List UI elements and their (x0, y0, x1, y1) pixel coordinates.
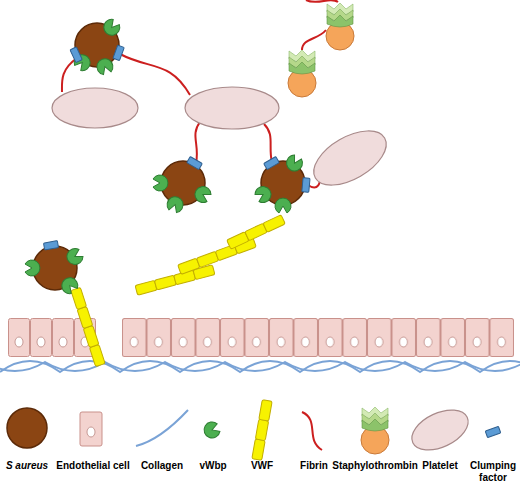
legend-label: Collagen (141, 460, 183, 471)
vwbp (64, 246, 85, 267)
s-aureus-cell (25, 241, 85, 296)
vwf-segment (77, 306, 93, 328)
clumping-factor (302, 178, 310, 193)
vwbp (253, 184, 274, 205)
platelet (185, 87, 279, 129)
legend-samples (7, 400, 501, 461)
vwf-segment (255, 419, 268, 440)
vwf-segment (252, 439, 265, 460)
legend-label: Fibrin (300, 460, 328, 471)
s-aureus-cell (70, 17, 124, 76)
vwf-segment (259, 400, 272, 421)
vwbp (165, 194, 185, 214)
legend-label: VWF (251, 460, 273, 471)
fibrin-strand (302, 30, 326, 50)
collagen-fiber (0, 362, 520, 371)
platelet (52, 88, 138, 128)
legend-label: Endothelial cell (56, 460, 129, 471)
vwbp (284, 153, 305, 174)
vwf-segment (178, 258, 200, 274)
fibrin-strand (306, 0, 338, 2)
legend-endothelial-nucleus (87, 427, 95, 437)
legend-entry: Platelet (422, 460, 458, 472)
legend-s-aureus (7, 408, 47, 448)
s-aureus-cell (153, 157, 213, 214)
legend-entry: Staphylothrombin (332, 460, 418, 472)
legend-label: Clumping factor (470, 460, 516, 483)
legend-label: Platelet (422, 460, 458, 471)
clumping-factor (264, 157, 280, 170)
endothelial-layer (122, 318, 514, 357)
legend-label: Staphylothrombin (332, 460, 418, 471)
vwf-segment (135, 280, 157, 295)
vwf-multimer (135, 265, 215, 295)
legend-label: S aureus (6, 460, 48, 471)
vwbp (25, 260, 40, 276)
legend-platelet (406, 402, 475, 458)
legend-clumping-factor (485, 426, 501, 437)
vwbp (101, 17, 123, 39)
platelet (305, 120, 395, 196)
legend-entry: Clumping factor (470, 460, 516, 484)
vwf-segment (83, 325, 99, 347)
clumping-factor (187, 157, 203, 170)
staphylothrombin (288, 50, 316, 97)
legend-vwbp (202, 420, 222, 440)
vwbp (192, 184, 213, 205)
vwf-segment (196, 251, 218, 267)
legend-vwf (252, 400, 272, 461)
clumping-factor (44, 241, 59, 250)
legend-entry: S aureus (6, 460, 48, 472)
legend-staphylothrombin (361, 407, 389, 454)
vwf-segment (154, 275, 176, 290)
legend-entry: vWbp (199, 460, 226, 472)
vwf-segment (263, 215, 285, 233)
clumping-factor (113, 45, 124, 61)
fibrin-strand (120, 54, 190, 95)
vwbp (275, 198, 291, 213)
fibrin-strand (195, 122, 200, 163)
vwbp (95, 56, 115, 76)
vwbp (153, 175, 168, 191)
legend-entry: Collagen (141, 460, 183, 472)
s-aureus-cell (253, 153, 310, 213)
staphylothrombin (326, 3, 354, 50)
legend-collagen (136, 410, 188, 446)
legend-entry: Fibrin (300, 460, 328, 472)
legend-fibrin (302, 412, 322, 450)
vwf-multimer (71, 287, 105, 366)
legend-endothelial-cell (80, 412, 102, 446)
legend-entry: VWF (251, 460, 273, 472)
vwf-segment (71, 287, 87, 309)
vwbp (59, 274, 81, 296)
vwf-multimer (227, 215, 286, 249)
vwf-segment (89, 344, 105, 366)
fibrin-strand (264, 124, 272, 163)
legend-entry: Endothelial cell (56, 460, 129, 472)
legend-label: vWbp (199, 460, 226, 471)
clumping-factor (70, 47, 82, 63)
